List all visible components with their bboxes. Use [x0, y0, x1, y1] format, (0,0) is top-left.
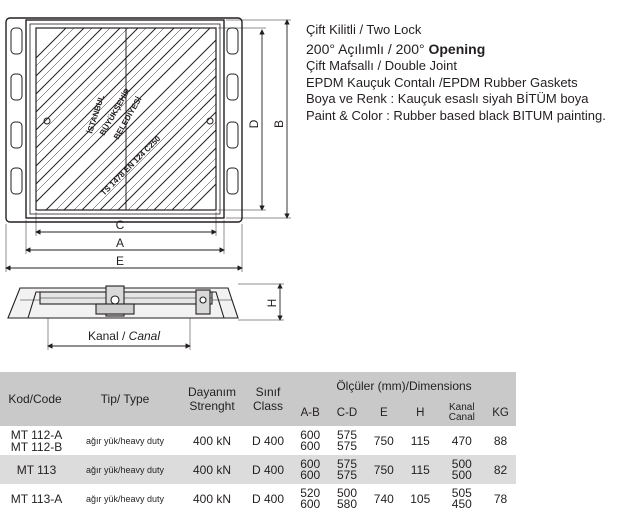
cell-class: D 400	[251, 491, 285, 506]
header-type: Tip/ Type	[70, 372, 180, 426]
dimension-lines	[5, 19, 291, 350]
cell-type: ağır yük/heavy duty	[85, 435, 165, 446]
feature-opening: 200° Açılımlı / 200° Opening	[306, 40, 486, 57]
feature-list: Çift Kilitli / Two Lock 200° Açılımlı / …	[306, 22, 626, 124]
cell-e: 750	[373, 433, 394, 448]
feature-paint-en: Paint & Color : Rubber based black BITUM…	[306, 107, 606, 123]
table-row: MT 113 ağır yük/heavy duty 400 kN D 400 …	[0, 455, 516, 484]
dim-label-e: E	[116, 254, 124, 268]
header-code: Kod/Code	[0, 372, 70, 426]
cell-type: ağır yük/heavy duty	[70, 455, 180, 484]
header-h: H	[402, 400, 439, 426]
cell-code: MT 113-A	[10, 491, 63, 506]
frame-top-view	[5, 17, 243, 223]
feature-gasket: EPDM Kauçuk Contalı /EPDM Rubber Gaskets	[306, 74, 578, 90]
dim-label-d: D	[247, 119, 261, 128]
cell-h: 115	[410, 433, 430, 448]
cell-h: 105	[410, 491, 431, 506]
cell-strength: 400 kN	[180, 455, 244, 484]
cell-strength: 400 kN	[192, 491, 232, 506]
dim-label-a: A	[116, 236, 124, 250]
cell-e: 740	[373, 491, 394, 506]
cell-canal: 470	[451, 433, 472, 448]
cell-h: 115	[402, 455, 439, 484]
dim-label-c: C	[116, 218, 125, 232]
feature-paint-tr: Boya ve Renk : Kauçuk esaslı siyah BİTÜM…	[306, 91, 589, 106]
cell-kg: 82	[485, 455, 516, 484]
technical-drawing: İSTANBUL BÜYÜKŞEHİR BELEDİYESİ TS 1478 E…	[5, 17, 291, 350]
frame-section-view	[7, 285, 239, 319]
header-kg: KG	[485, 400, 516, 426]
dim-label-b: B	[272, 120, 286, 128]
header-e: E	[365, 400, 403, 426]
cell-kg: 78	[493, 491, 508, 506]
table-row: MT 113-A ağır yük/heavy duty 400 kN D 40…	[0, 484, 516, 513]
cell-kg: 88	[493, 433, 508, 448]
cell-type: ağır yük/heavy duty	[85, 493, 165, 504]
feature-lock: Çift Kilitli / Two Lock	[306, 22, 422, 37]
dim-label-h: H	[265, 299, 279, 308]
feature-joint: Çift Mafsallı / Double Joint	[306, 58, 458, 73]
header-cd: C-D	[328, 400, 366, 426]
cell-e: 750	[365, 455, 403, 484]
cell-code: MT 113	[0, 455, 70, 484]
dim-label-kanal: Kanal / Canal	[88, 329, 160, 343]
cell-class: D 400	[251, 433, 285, 448]
lock-mechanism	[195, 289, 211, 315]
lid-top-view: İSTANBUL BÜYÜKŞEHİR BELEDİYESİ TS 1478 E…	[35, 27, 217, 211]
cell-strength: 400 kN	[192, 433, 232, 448]
hinge-mechanism	[95, 285, 135, 317]
header-dimensions: Ölçüler (mm)/Dimensions	[292, 372, 516, 400]
cell-class: D 400	[244, 455, 292, 484]
header-ab: A-B	[292, 400, 329, 426]
